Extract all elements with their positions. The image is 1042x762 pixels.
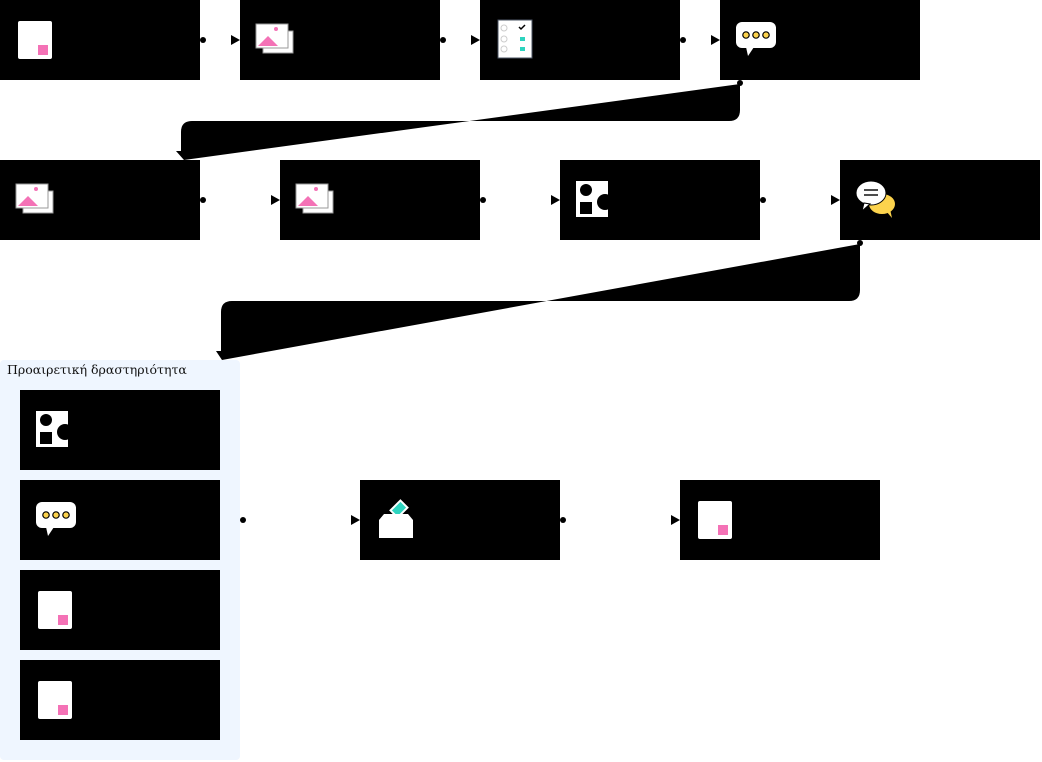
node-label bbox=[70, 170, 190, 230]
page-icon bbox=[34, 588, 78, 632]
activity-node[interactable] bbox=[20, 570, 220, 650]
node-label bbox=[630, 170, 750, 230]
node-label bbox=[90, 400, 210, 460]
activity-node[interactable] bbox=[20, 480, 220, 560]
connector-n1-n2 bbox=[200, 35, 240, 45]
connector-n7-n8 bbox=[760, 195, 840, 205]
activity-node[interactable] bbox=[720, 0, 920, 80]
node-label bbox=[90, 580, 210, 640]
activity-node[interactable] bbox=[560, 160, 760, 240]
node-label bbox=[430, 490, 550, 550]
activity-node[interactable] bbox=[240, 0, 440, 80]
shapes-icon bbox=[34, 408, 78, 452]
connector-group-n13 bbox=[240, 515, 360, 525]
connector-n8-group bbox=[216, 240, 863, 360]
connector-n4-n5 bbox=[176, 80, 743, 160]
activity-node[interactable] bbox=[0, 160, 200, 240]
node-label bbox=[910, 170, 1030, 230]
activity-node[interactable] bbox=[280, 160, 480, 240]
checklist-icon bbox=[494, 18, 538, 62]
shapes-icon bbox=[574, 178, 618, 222]
speech-dots-icon bbox=[734, 18, 778, 62]
node-label bbox=[750, 490, 870, 550]
activity-node[interactable] bbox=[20, 660, 220, 740]
submit-box-icon bbox=[374, 498, 418, 542]
image-icon bbox=[14, 178, 58, 222]
node-label bbox=[350, 170, 470, 230]
page-icon bbox=[34, 678, 78, 722]
chat-bubbles-icon bbox=[854, 178, 898, 222]
connector-n2-n3 bbox=[440, 35, 480, 45]
activity-node[interactable] bbox=[480, 0, 680, 80]
image-icon bbox=[294, 178, 338, 222]
node-label bbox=[310, 10, 430, 70]
page-icon bbox=[14, 18, 58, 62]
connector-n3-n4 bbox=[680, 35, 720, 45]
activity-node[interactable] bbox=[20, 390, 220, 470]
node-label bbox=[70, 10, 190, 70]
node-label bbox=[790, 10, 910, 70]
node-label bbox=[90, 490, 210, 550]
activity-node[interactable] bbox=[0, 0, 200, 80]
activity-node[interactable] bbox=[840, 160, 1040, 240]
connector-n5-n6 bbox=[200, 195, 280, 205]
group-title: Προαιρετική δραστηριότητα bbox=[7, 362, 187, 377]
node-label bbox=[550, 10, 670, 70]
connector-n6-n7 bbox=[480, 195, 560, 205]
node-label bbox=[90, 670, 210, 730]
activity-node[interactable] bbox=[680, 480, 880, 560]
page-icon bbox=[694, 498, 738, 542]
speech-dots-icon bbox=[34, 498, 78, 542]
connector-n13-n14 bbox=[560, 515, 680, 525]
image-icon bbox=[254, 18, 298, 62]
activity-node[interactable] bbox=[360, 480, 560, 560]
